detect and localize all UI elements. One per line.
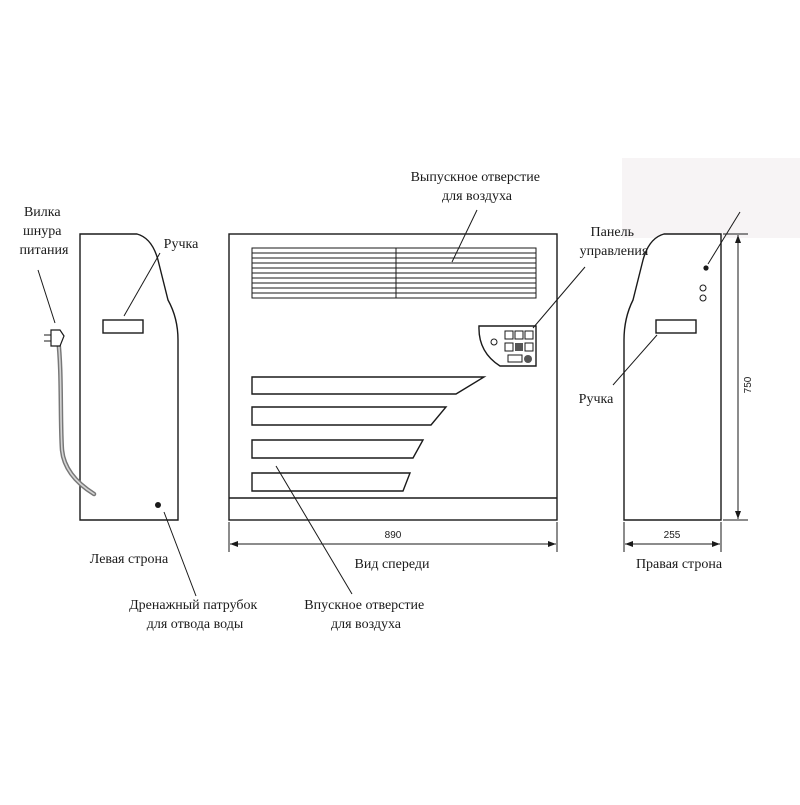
label-power-plug: Вилка шнура питания — [20, 205, 69, 258]
control-panel-outline — [478, 325, 537, 367]
panel-button — [524, 330, 534, 340]
inlet-slot — [251, 439, 425, 459]
height-value: 750 — [743, 376, 754, 393]
panel-display — [515, 343, 523, 351]
panel-button — [514, 330, 524, 340]
width-value: 890 — [385, 530, 402, 541]
arrow-head — [735, 235, 741, 243]
dimension-height: 750 — [723, 233, 754, 521]
drain-outlet — [155, 502, 161, 508]
label-handle-right: Ручка — [579, 392, 614, 407]
label-right-side: Правая строна — [636, 557, 723, 572]
leader-air-inlet — [275, 465, 353, 595]
leader-lines — [37, 209, 741, 597]
panel-button — [524, 342, 534, 352]
panel-button — [504, 342, 514, 352]
leader-handle-right — [612, 334, 658, 386]
leader-air-outlet — [451, 209, 478, 263]
right-side-port — [703, 265, 709, 271]
label-handle-left: Ручка — [164, 237, 199, 252]
panel-button — [507, 354, 523, 363]
control-panel — [478, 325, 537, 367]
label-front-view: Вид спереди — [354, 557, 430, 572]
arrow-head — [625, 541, 633, 547]
label-drain: Дренажный патрубок для отвода воды — [129, 598, 261, 632]
label-air-outlet: Выпускное отверстие для воздуха — [411, 170, 544, 204]
power-plug-icon — [50, 329, 65, 347]
right-side-body — [623, 233, 722, 521]
panel-indicator — [490, 338, 498, 346]
air-outlet-grille — [251, 247, 537, 299]
right-handle — [655, 319, 697, 334]
leader-right-port — [707, 211, 741, 265]
arrow-head — [735, 511, 741, 519]
dimension-width: 890 — [228, 522, 558, 552]
dimension-depth: 255 — [623, 522, 722, 552]
labels: Вилка шнура питания Ручка Выпускное отве… — [20, 170, 723, 632]
leader-power-plug — [37, 269, 56, 324]
label-control-panel: Панель управления — [580, 225, 649, 259]
arrow-head — [548, 541, 556, 547]
air-inlet-slots — [251, 376, 487, 492]
label-left-side: Левая строна — [90, 552, 169, 567]
leader-control-panel — [532, 266, 586, 329]
leader-drain — [163, 511, 197, 597]
inlet-slot — [251, 472, 412, 492]
right-side-port — [699, 294, 707, 302]
right-side-port — [699, 284, 707, 292]
label-air-inlet: Впускное отверстие для воздуха — [304, 598, 427, 632]
inlet-slot — [251, 406, 448, 426]
left-side-view — [44, 233, 179, 521]
background-patch — [622, 158, 800, 238]
left-handle — [102, 319, 144, 334]
right-side-view — [623, 233, 722, 521]
panel-knob — [524, 355, 532, 363]
panel-button — [504, 330, 514, 340]
inlet-slot — [251, 376, 487, 395]
power-cord-highlight — [57, 337, 95, 495]
arrow-head — [712, 541, 720, 547]
arrow-head — [230, 541, 238, 547]
left-side-body — [79, 233, 179, 521]
front-view — [228, 233, 558, 521]
depth-value: 255 — [664, 530, 681, 541]
leader-handle-left — [123, 252, 161, 317]
